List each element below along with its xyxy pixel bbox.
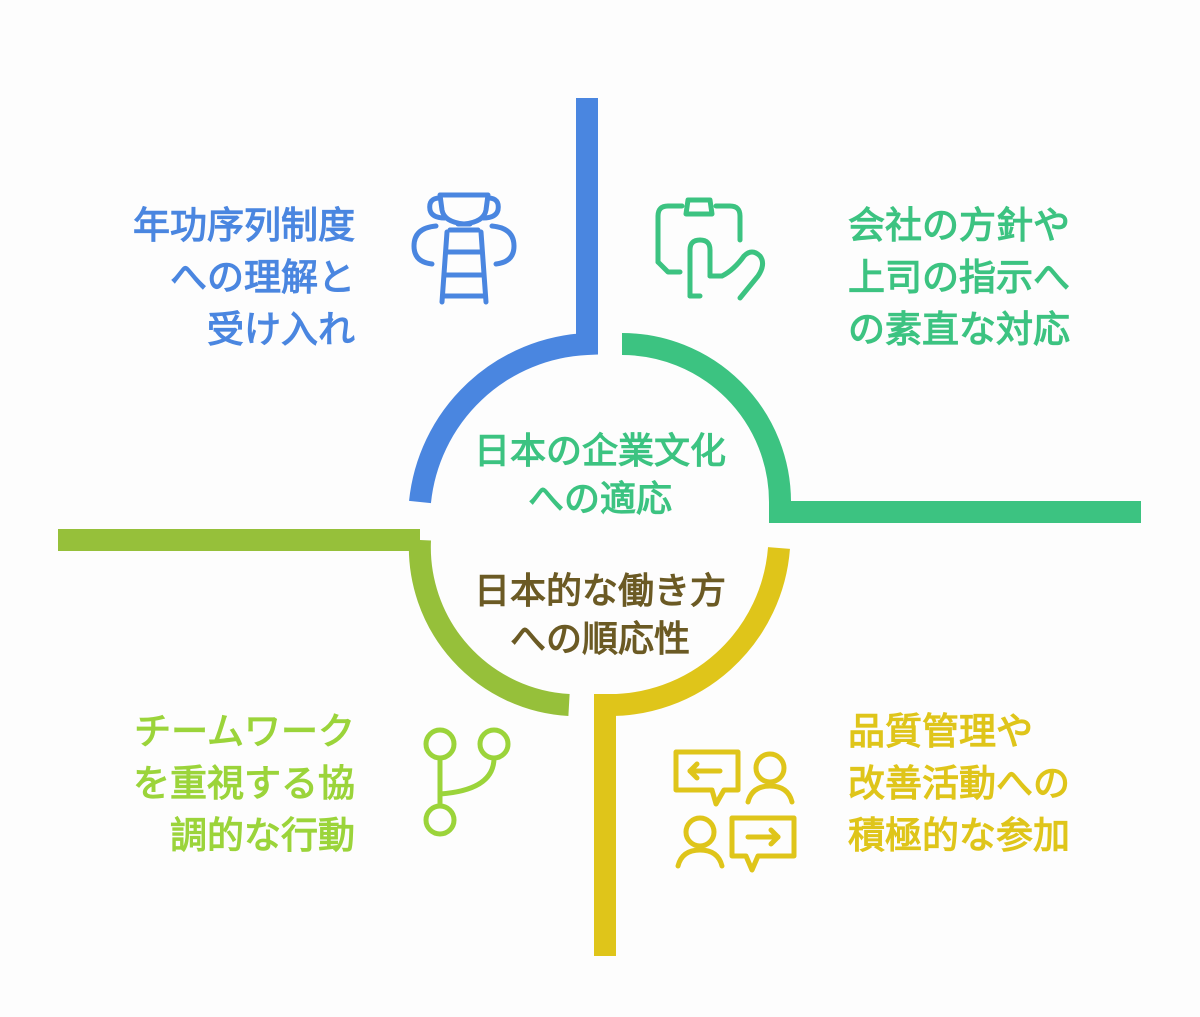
clipboard-hand-icon bbox=[655, 197, 766, 301]
center-top-line-1: 日本の企業文化 bbox=[473, 431, 726, 472]
yellow-arc bbox=[604, 547, 790, 717]
blue-arm bbox=[409, 98, 598, 504]
bottom-right-line-1: 品質管理や bbox=[848, 710, 1033, 753]
top-right-line-2: 上司の指示へ bbox=[848, 256, 1070, 299]
center-bottom-line-1: 日本的な働き方 bbox=[473, 571, 726, 612]
center-top-line-2: への適応 bbox=[527, 479, 672, 520]
trophy-ladder-icon bbox=[411, 192, 517, 305]
top-left-line-3: 受け入れ bbox=[207, 308, 355, 351]
green-arc bbox=[621, 333, 791, 503]
bottom-right-label: 品質管理や 改善活動への 積極的な参加 bbox=[848, 706, 1070, 862]
center-bottom-title: 日本的な働き方 への順応性 bbox=[450, 568, 750, 664]
top-right-label: 会社の方針や 上司の指示へ の素直な対応 bbox=[848, 200, 1070, 356]
lime-arc bbox=[408, 539, 570, 716]
bottom-right-line-3: 積極的な参加 bbox=[848, 814, 1070, 857]
top-left-line-1: 年功序列制度 bbox=[133, 204, 355, 247]
bottom-left-line-2: を重視する協 bbox=[133, 762, 355, 805]
top-left-label: 年功序列制度 への理解と 受け入れ bbox=[115, 200, 355, 356]
bottom-left-line-3: 調的な行動 bbox=[170, 814, 355, 857]
bottom-left-line-1: チームワーク bbox=[134, 710, 355, 753]
branch-network-icon bbox=[423, 727, 511, 837]
center-top-title: 日本の企業文化 への適応 bbox=[450, 428, 750, 524]
bottom-right-line-2: 改善活動への bbox=[848, 762, 1070, 805]
top-right-line-1: 会社の方針や bbox=[848, 204, 1070, 247]
top-right-line-3: の素直な対応 bbox=[848, 308, 1070, 351]
center-bottom-line-2: への順応性 bbox=[509, 619, 690, 660]
top-left-line-2: への理解と bbox=[170, 256, 355, 299]
bottom-left-label: チームワーク を重視する協 調的な行動 bbox=[115, 706, 355, 862]
conversation-people-icon bbox=[673, 749, 797, 873]
